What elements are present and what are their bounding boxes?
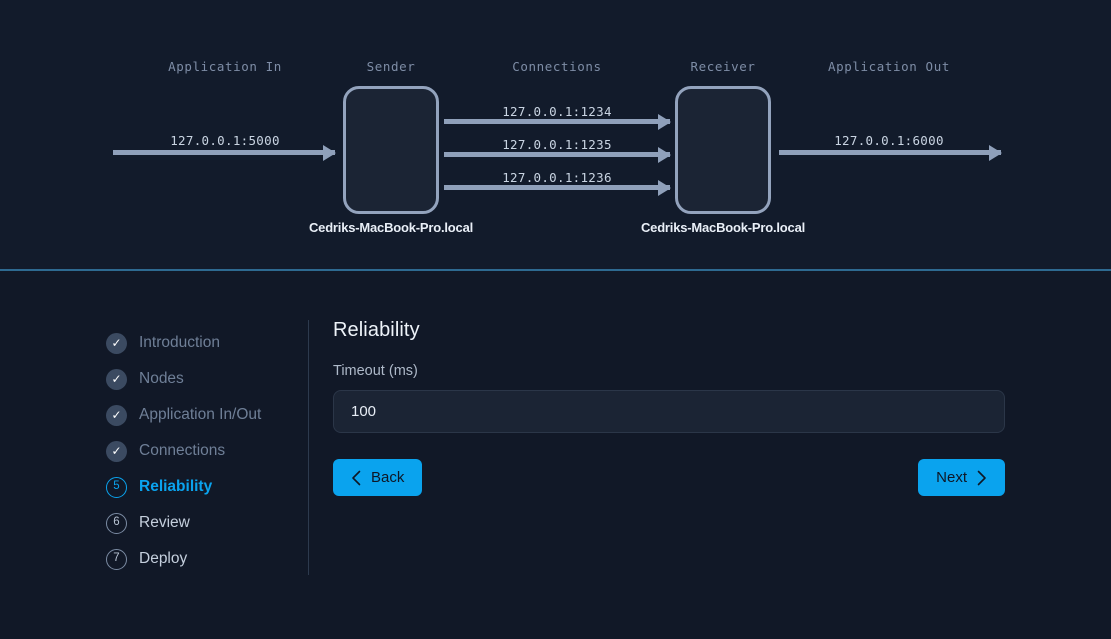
diagram-section-divider [0,269,1111,271]
sidebar-step-label: Review [139,514,190,531]
connection-address-label-1: 127.0.0.1:1234 [502,104,612,119]
application-out-address-label: 127.0.0.1:6000 [834,133,944,148]
next-button-label: Next [936,469,967,486]
sidebar-step-label: Connections [139,442,226,459]
connection-address-label-2: 127.0.0.1:1235 [502,137,612,152]
back-button[interactable]: Back [333,459,423,496]
diagram-column-label-connections: Connections [512,59,602,74]
step-number-badge: 7 [106,548,127,570]
diagram-column-label-application-in: Application In [168,59,282,74]
check-icon: ✓ [106,332,127,354]
connection-address-label-3: 127.0.0.1:1236 [502,170,612,185]
sidebar-step-label: Nodes [139,370,184,387]
diagram-column-label-receiver: Receiver [690,59,756,74]
sidebar-step-reliability[interactable]: 5 Reliability [106,469,306,505]
application-in-arrow [113,150,335,155]
step-number-badge: 6 [106,512,127,534]
chevron-left-icon [352,470,361,485]
check-icon: ✓ [106,404,127,426]
sidebar-step-deploy[interactable]: 7 Deploy [106,541,306,577]
check-icon: ✓ [106,440,127,462]
diagram-column-label-sender: Sender [366,59,416,74]
check-icon: ✓ [106,368,127,390]
application-in-address-label: 127.0.0.1:5000 [170,133,280,148]
sidebar-step-connections[interactable]: ✓ Connections [106,433,306,469]
receiver-node-caption: Cedriks-MacBook-Pro.local [640,220,806,235]
wizard-navigation-row: Back Next [333,459,1005,496]
diagram-column-label-application-out: Application Out [828,59,950,74]
sidebar-step-introduction[interactable]: ✓ Introduction [106,325,306,361]
network-diagram-panel: Application In Sender Connections Receiv… [0,0,1111,271]
sender-node-caption: Cedriks-MacBook-Pro.local [308,220,474,235]
connection-arrow-1 [444,119,670,124]
application-out-arrow [779,150,1001,155]
back-button-label: Back [371,469,405,486]
sidebar-step-application-in-out[interactable]: ✓ Application In/Out [106,397,306,433]
wizard-step-sidebar: ✓ Introduction ✓ Nodes ✓ Application In/… [106,325,306,577]
sidebar-step-label: Reliability [139,478,213,495]
next-button[interactable]: Next [918,459,1005,496]
sidebar-step-label: Application In/Out [139,406,262,423]
sidebar-step-label: Deploy [139,550,188,567]
reliability-form-panel: Reliability Timeout (ms) Back Next [333,319,1005,496]
sidebar-divider [308,320,309,575]
step-number-badge: 5 [106,476,127,498]
connection-arrow-3 [444,185,670,190]
timeout-input[interactable] [333,390,1005,433]
connection-arrow-2 [444,152,670,157]
chevron-right-icon [977,470,986,485]
sidebar-step-label: Introduction [139,334,220,351]
timeout-field-label: Timeout (ms) [333,363,418,379]
receiver-node-box[interactable] [675,86,771,214]
sidebar-step-nodes[interactable]: ✓ Nodes [106,361,306,397]
wizard-section: ✓ Introduction ✓ Nodes ✓ Application In/… [0,271,1111,639]
page-title: Reliability [333,319,420,341]
sidebar-step-review[interactable]: 6 Review [106,505,306,541]
sender-node-box[interactable] [343,86,439,214]
